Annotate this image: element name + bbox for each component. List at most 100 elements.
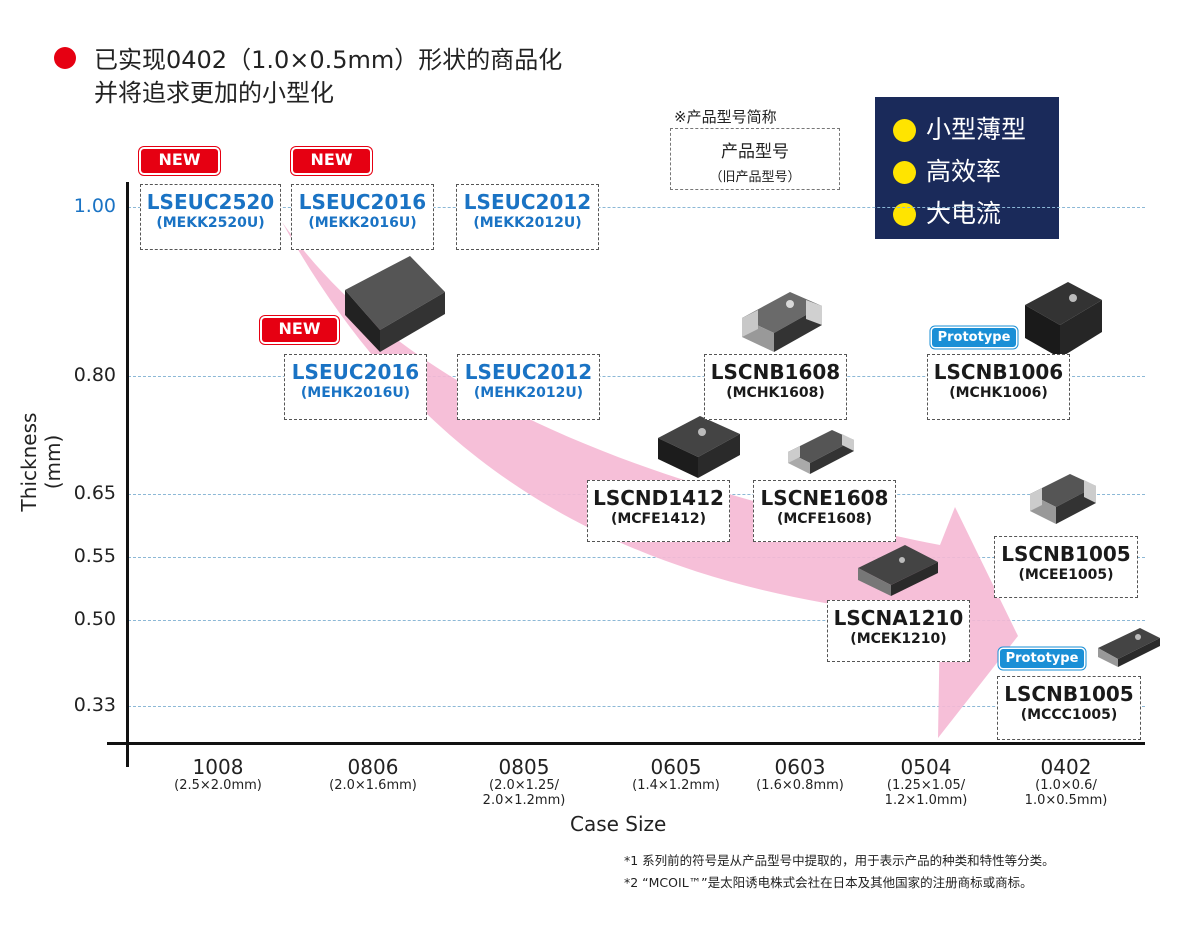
legend-old-no: （旧产品型号） (709, 170, 801, 185)
product-box: LSCNB1005(MCCC1005) (997, 676, 1141, 740)
x-tick-dimension: (1.0×0.6/ 1.0×0.5mm) (1024, 778, 1108, 808)
product-name: LSCNB1608 (710, 360, 841, 384)
x-tick-dimension: (1.25×1.05/ 1.2×1.0mm) (884, 778, 968, 808)
feature-item: 大电流 (893, 193, 1059, 235)
gridline (128, 620, 1145, 621)
y-tick-label: 0.65 (73, 482, 116, 504)
y-tick-label: 0.33 (73, 694, 116, 716)
new-badge: NEW (141, 149, 218, 173)
product-old-name: (MCEE1005) (1018, 567, 1114, 583)
yellow-dot-icon (893, 202, 916, 226)
y-tick-label: 1.00 (73, 195, 116, 217)
gridline (128, 376, 1145, 377)
x-category: 0402(1.0×0.6/ 1.0×0.5mm) (996, 756, 1136, 808)
product-old-name: (MEKK2016U) (308, 215, 417, 231)
product-name: LSCND1412 (593, 486, 724, 510)
product-old-name: (MCEK1210) (850, 631, 947, 647)
feature-item: 高效率 (893, 151, 1059, 193)
product-old-name: (MCFE1412) (610, 511, 707, 527)
legend-product-no: 产品型号 (721, 142, 789, 162)
feature-item: 小型薄型 (893, 109, 1059, 151)
x-tick-dimension: (1.6×0.8mm) (756, 778, 844, 793)
product-old-name: (MCHK1006) (949, 385, 1048, 401)
product-box: LSCNB1006(MCHK1006) (927, 354, 1070, 420)
gridline (128, 706, 1145, 707)
headline: 已实现0402（1.0×0.5mm）形状的商品化 并将追求更加的小型化 (54, 44, 563, 110)
product-box: LSCNB1608(MCHK1608) (704, 354, 847, 420)
product-name: LSCNB1005 (1004, 682, 1134, 706)
footnote-1: *1 系列前的符号是从产品型号中提取的，用于表示产品的种类和特性等分类。 (624, 853, 1055, 868)
x-tick-dimension: (2.0×1.6mm) (329, 778, 417, 793)
product-old-name: (MEKK2520U) (156, 215, 265, 231)
new-badge: NEW (293, 149, 370, 173)
red-bullet-icon (54, 47, 76, 69)
x-tick-label: 0806 (347, 755, 399, 779)
x-tick-dimension: (2.5×2.0mm) (174, 778, 262, 793)
legend-box: 产品型号 （旧产品型号） (670, 128, 840, 190)
gridline (128, 207, 1145, 208)
inductor-image (658, 416, 740, 478)
product-name: LSCNE1608 (760, 486, 889, 510)
x-category: 1008(2.5×2.0mm) (148, 756, 288, 793)
inductor-image (345, 256, 445, 352)
prototype-badge: Prototype (932, 328, 1016, 347)
x-category: 0605(1.4×1.2mm) (606, 756, 746, 793)
inductor-image (742, 292, 822, 352)
inductor-image (1030, 474, 1096, 524)
y-tick-label: 0.80 (73, 364, 116, 386)
product-box: LSCNB1005(MCEE1005) (994, 536, 1138, 598)
inductor-image (788, 430, 854, 474)
product-box: LSEUC2016(MEKK2016U) (291, 184, 434, 250)
y-axis (126, 182, 129, 767)
product-box: LSEUC2016(MEHK2016U) (284, 354, 427, 420)
product-name: LSEUC2012 (464, 360, 593, 384)
product-box: LSEUC2012(MEKK2012U) (456, 184, 599, 250)
legend-note: ※产品型号简称 (674, 108, 777, 126)
prototype-badge: Prototype (1000, 649, 1084, 668)
product-name: LSEUC2520 (146, 190, 275, 214)
product-old-name: (MCFE1608) (776, 511, 873, 527)
x-category: 0806(2.0×1.6mm) (303, 756, 443, 793)
product-name: LSCNA1210 (833, 606, 964, 630)
x-tick-label: 0805 (498, 755, 550, 779)
product-name: LSEUC2016 (291, 360, 420, 384)
product-name: LSEUC2016 (298, 190, 427, 214)
yellow-dot-icon (893, 160, 916, 184)
feature-box: 小型薄型 高效率 大电流 (875, 97, 1059, 239)
product-box: LSCNE1608(MCFE1608) (753, 480, 896, 542)
product-box: LSEUC2012(MEHK2012U) (457, 354, 600, 420)
x-tick-dimension: (1.4×1.2mm) (632, 778, 720, 793)
y-tick-label: 0.55 (73, 545, 116, 567)
headline-line-1: 已实现0402（1.0×0.5mm）形状的商品化 (94, 46, 563, 74)
product-box: LSCNA1210(MCEK1210) (827, 600, 970, 662)
product-name: LSCNB1005 (1001, 542, 1131, 566)
y-tick-label: 0.50 (73, 608, 116, 630)
gridline (128, 557, 1145, 558)
new-badge: NEW (262, 318, 337, 342)
inductor-image (1025, 282, 1102, 358)
x-tick-label: 0603 (774, 755, 826, 779)
product-name: LSCNB1006 (933, 360, 1064, 384)
x-category: 0504(1.25×1.05/ 1.2×1.0mm) (856, 756, 996, 808)
x-tick-label: 0605 (650, 755, 702, 779)
x-tick-label: 0402 (1040, 755, 1092, 779)
x-tick-dimension: (2.0×1.25/ 2.0×1.2mm) (482, 778, 566, 808)
x-category: 0603(1.6×0.8mm) (730, 756, 870, 793)
product-old-name: (MCHK1608) (726, 385, 825, 401)
inductor-image (1098, 628, 1160, 667)
product-box: LSEUC2520(MEKK2520U) (140, 184, 281, 250)
x-category: 0805(2.0×1.25/ 2.0×1.2mm) (454, 756, 594, 808)
headline-line-2: 并将追求更加的小型化 (94, 79, 334, 107)
yellow-dot-icon (893, 118, 916, 142)
x-tick-label: 0504 (900, 755, 952, 779)
inductor-image (858, 545, 938, 596)
x-tick-label: 1008 (192, 755, 244, 779)
product-box: LSCND1412(MCFE1412) (587, 480, 730, 542)
product-name: LSEUC2012 (463, 190, 592, 214)
product-old-name: (MEKK2012U) (473, 215, 582, 231)
footnote-2: *2 “MCOIL™”是太阳诱电株式会社在日本及其他国家的注册商标或商标。 (624, 875, 1033, 890)
product-old-name: (MEHK2012U) (473, 385, 584, 401)
x-axis (107, 742, 1145, 745)
product-old-name: (MCCC1005) (1020, 707, 1118, 723)
